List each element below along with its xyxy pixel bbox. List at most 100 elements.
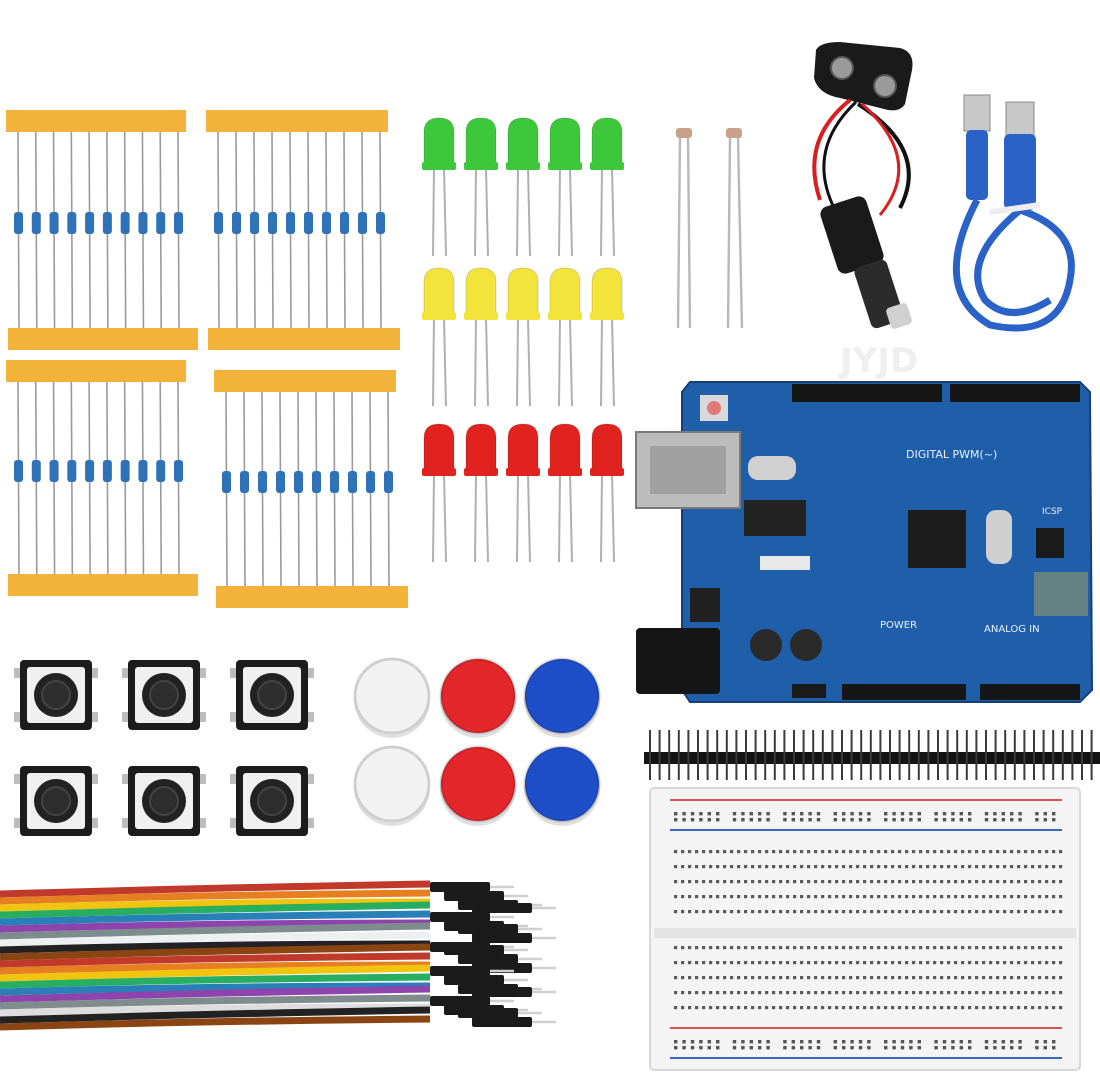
breadboard-hole (702, 976, 706, 980)
breadboard-hole (699, 812, 703, 816)
breadboard-hole (891, 895, 895, 899)
breadboard-hole (1024, 880, 1028, 884)
wire-housing (472, 1017, 532, 1027)
tactile-button (122, 660, 206, 730)
resistor-body (286, 212, 295, 234)
breadboard-hole (849, 850, 853, 854)
breadboard-hole (699, 1046, 703, 1050)
breadboard-hole (828, 910, 832, 914)
resistor-body (102, 460, 112, 482)
breadboard-hole (707, 1046, 711, 1050)
breadboard-hole (947, 910, 951, 914)
breadboard-hole (1017, 850, 1021, 854)
wire-body (0, 910, 431, 926)
breadboard-hole (989, 850, 993, 854)
breadboard-hole (800, 1046, 804, 1050)
breadboard-hole (842, 1006, 846, 1010)
breadboard-hole (772, 895, 776, 899)
resistor-body (276, 471, 285, 493)
led (422, 117, 456, 257)
breadboard-hole (1017, 865, 1021, 869)
breadboard-hole (842, 818, 846, 822)
resistor-tape-top (206, 110, 388, 132)
breadboard-hole (1052, 946, 1056, 950)
wire-body (0, 1006, 431, 1024)
breadboard-hole (772, 991, 776, 995)
breadboard-hole (933, 895, 937, 899)
jumper-wire (0, 964, 514, 982)
breadboard-hole (856, 880, 860, 884)
breadboard-hole (758, 910, 762, 914)
breadboard-hole (940, 895, 944, 899)
wire-body (0, 1015, 431, 1031)
breadboard-hole (870, 991, 874, 995)
resistor-body (31, 460, 41, 482)
breadboard-hole (891, 880, 895, 884)
tactile-buttons (14, 660, 314, 836)
led-lead (600, 317, 603, 407)
breadboard-hole (982, 910, 986, 914)
led (590, 423, 624, 563)
breadboard-hole (968, 880, 972, 884)
breadboard-hole (1043, 1046, 1047, 1050)
breadboard-hole (772, 946, 776, 950)
breadboard-hole (856, 895, 860, 899)
led-lead (485, 473, 489, 563)
breadboard-hole (850, 812, 854, 816)
breadboard-hole (808, 818, 812, 822)
breadboard-hole (702, 910, 706, 914)
breadboard-hole (744, 910, 748, 914)
breadboard-hole (737, 850, 741, 854)
led-lead (558, 317, 561, 407)
breadboard-hole (1003, 991, 1007, 995)
led-body (507, 267, 539, 319)
led-lead (527, 167, 531, 257)
breadboard-hole (877, 880, 881, 884)
breadboard-hole (751, 1006, 755, 1010)
wire-housing (430, 966, 490, 976)
led (422, 267, 456, 407)
led (590, 267, 624, 407)
breadboard-hole (730, 880, 734, 884)
breadboard-hole (758, 880, 762, 884)
breadboard-hole (766, 1040, 770, 1044)
resistor-body (348, 471, 357, 493)
breadboard-hole (961, 865, 965, 869)
breadboard-hole (674, 818, 678, 822)
breadboard-hole (793, 880, 797, 884)
breadboard-hole (793, 1006, 797, 1010)
button-cap (353, 745, 431, 826)
breadboard-hole (996, 991, 1000, 995)
breadboard-hole (877, 961, 881, 965)
breadboard-hole (900, 818, 905, 822)
breadboard-hole (772, 850, 776, 854)
breadboard-hole (1031, 910, 1035, 914)
breadboard-hole (905, 946, 909, 950)
breadboard-hole (867, 812, 871, 816)
breadboard-hole (800, 946, 804, 950)
breadboard-hole (793, 865, 797, 869)
breadboard-hole (905, 880, 909, 884)
led (590, 117, 624, 257)
cap-top (353, 745, 431, 823)
resistor-body (340, 212, 349, 234)
breadboard-hole (934, 818, 938, 822)
breadboard-hole (982, 865, 986, 869)
breadboard-hole (833, 812, 837, 816)
breadboard-hole (730, 865, 734, 869)
breadboard-hole (905, 1006, 909, 1010)
breadboard-hole (933, 991, 937, 995)
breadboard-hole (1017, 910, 1021, 914)
breadboard-hole (681, 910, 685, 914)
led-body (549, 117, 581, 169)
breadboard-hole (835, 991, 839, 995)
breadboard-hole (807, 946, 811, 950)
breadboard-hole (1038, 865, 1042, 869)
led-lead (474, 317, 477, 407)
breadboard-hole (849, 976, 853, 980)
breadboard-hole (877, 976, 881, 980)
breadboard-hole (989, 1006, 993, 1010)
breadboard-hole (1017, 991, 1021, 995)
breadboard-hole (732, 812, 737, 816)
breadboard-hole (732, 818, 737, 822)
